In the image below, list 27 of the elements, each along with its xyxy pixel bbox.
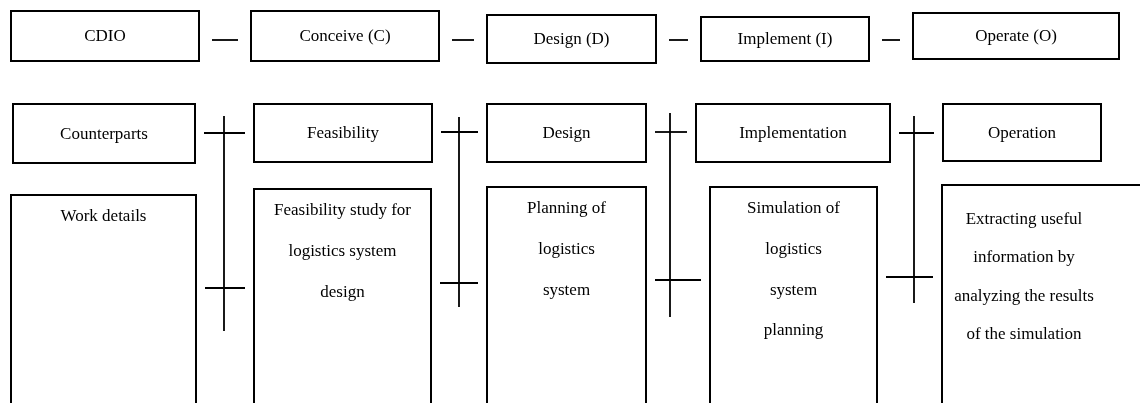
stage-box: Implementation [695, 103, 891, 163]
description-box: Extracting useful information by analyzing the results of the simulation [941, 184, 1140, 403]
description-box: Feasibility study for logistics system design [253, 188, 432, 403]
connector-line [668, 39, 689, 41]
stage-box: Design (D) [486, 14, 657, 64]
connector-line [898, 132, 935, 134]
connector-line [440, 131, 479, 133]
stage-box: Counterparts [12, 103, 196, 164]
connector-line [654, 279, 702, 281]
stage-box: Feasibility [253, 103, 433, 163]
stage-box: Design [486, 103, 647, 163]
connector-line [881, 39, 901, 41]
stage-box: Conceive (C) [250, 10, 440, 62]
stage-box: Operate (O) [912, 12, 1120, 60]
stage-box: Operation [942, 103, 1102, 162]
connector-line [451, 39, 475, 41]
connector-line [203, 132, 246, 134]
description-box: Work details [10, 194, 197, 403]
stage-box: CDIO [10, 10, 200, 62]
connector-line [211, 39, 239, 41]
connector-line [439, 282, 479, 284]
connector-line [204, 287, 246, 289]
stage-box: Implement (I) [700, 16, 870, 62]
connector-line [885, 276, 934, 278]
connector-line [654, 131, 688, 133]
description-box: Simulation of logistics system planning [709, 186, 878, 403]
description-box: Planning of logistics system [486, 186, 647, 403]
